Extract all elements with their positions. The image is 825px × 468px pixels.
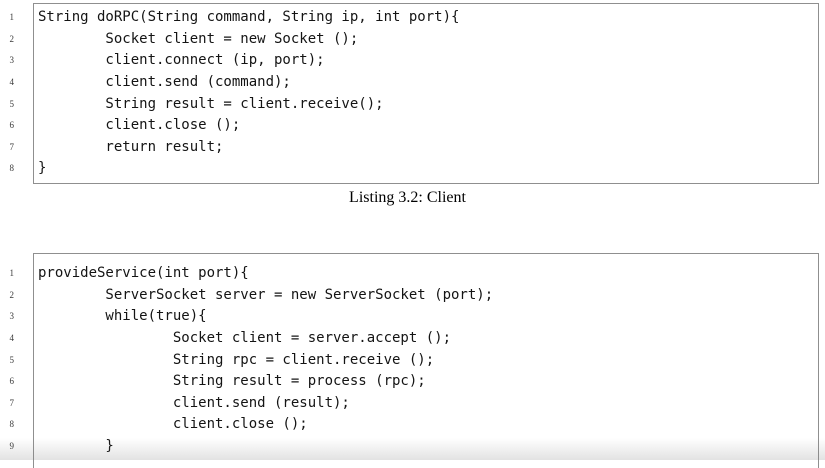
listing-client-frame: String doRPC(String command, String ip, … [33,3,819,184]
listing-client-line-numbers: 1 2 3 4 5 6 7 8 [0,7,15,180]
line-number: 7 [9,141,15,152]
code-line: provideService(int port){ [38,265,249,281]
code-line: String doRPC(String command, String ip, … [38,9,460,25]
code-line: Socket client = new Socket (); [38,30,359,47]
line-number: 5 [9,354,15,365]
line-number: 1 [9,12,15,22]
line-number: 8 [9,163,15,174]
line-number: 3 [9,311,15,322]
code-line: client.connect (ip, port); [38,52,325,69]
listing-client-code: String doRPC(String command, String ip, … [34,4,818,180]
line-number: 6 [9,376,15,387]
listing-server-code: provideService(int port){ ServerSocket s… [34,254,818,458]
listing-server-line-numbers: 1 2 3 4 5 6 7 8 9 [0,263,15,458]
line-number: 9 [9,441,15,452]
code-line: String result = client.receive(); [38,95,384,112]
code-line: client.send (command); [38,73,291,90]
line-number: 4 [9,332,15,343]
listing-caption: Listing 3.2: Client [349,189,466,206]
code-line: ServerSocket server = new ServerSocket (… [38,286,494,303]
line-number: 1 [9,268,15,278]
code-line: client.send (result); [38,394,350,411]
line-number: 4 [9,76,15,87]
code-line: while(true){ [38,308,207,325]
code-line: String rpc = client.receive (); [38,351,435,368]
code-line: } [38,160,47,177]
line-number: 5 [9,98,15,109]
listing-server-frame: provideService(int port){ ServerSocket s… [33,253,819,468]
code-line: client.close (); [38,416,308,433]
line-number: 3 [9,55,15,66]
line-number: 8 [9,419,15,430]
code-line: client.close (); [38,117,241,134]
code-line: return result; [38,138,224,155]
code-line: Socket client = server.accept (); [38,329,452,346]
line-number: 6 [9,120,15,131]
line-number: 7 [9,397,15,408]
line-number: 2 [9,33,15,44]
code-line: } [38,438,114,455]
code-line: String result = process (rpc); [38,373,426,390]
line-number: 2 [9,289,15,300]
